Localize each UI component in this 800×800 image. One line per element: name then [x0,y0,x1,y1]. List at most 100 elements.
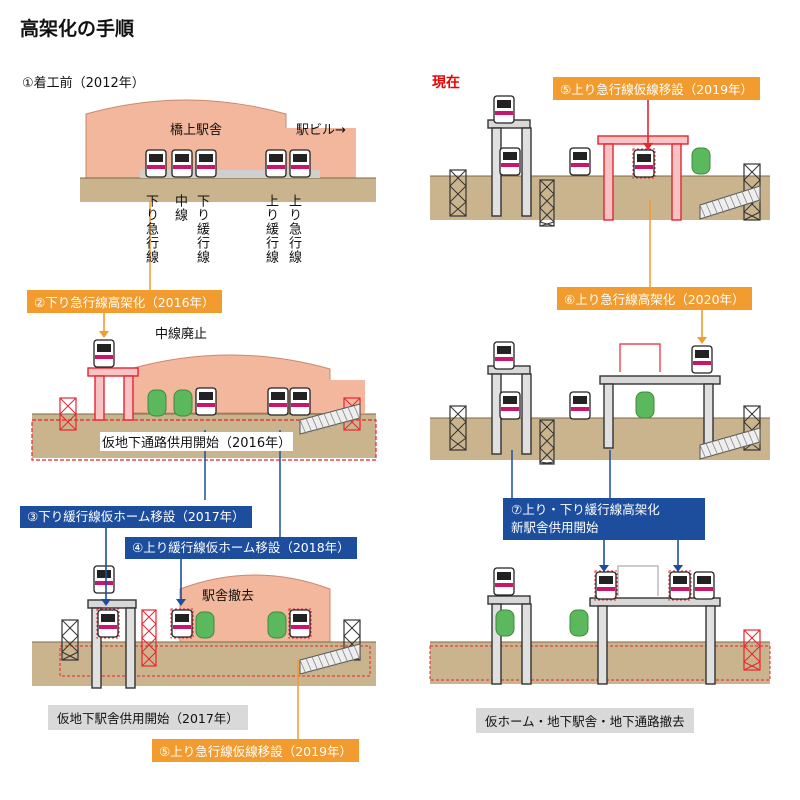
removal-label: 仮ホーム・地下駅舎・地下通路撤去 [476,708,694,733]
station-label: 橋上駅舎 [170,123,223,138]
brace-b3-x2 [539,461,555,465]
train-p2-2-stripe [291,403,309,407]
train-p1-1-stripe [173,165,191,169]
brace-a3-x2 [539,193,555,209]
current-label: 現在 [432,75,460,91]
step1-heading: ①着工前（2012年） [22,76,145,91]
train-c-up-local [668,570,692,601]
train-p1-2-stripe [197,165,215,169]
viaduct-pier-3b [125,607,136,689]
train-p3-elevated [93,565,115,594]
brace-a1-x2 [449,169,467,187]
brace-a1-frame [449,169,467,217]
train-p2-0 [195,387,217,416]
demolish-frame-b [619,343,661,372]
stair-ramp-b-hatch [723,438,731,453]
brace-b1 [449,405,467,451]
train-b-up-express-elevated [691,345,713,374]
stair-ramp-a-hatch [753,187,761,203]
brace-3a-x2 [61,635,79,653]
brace-b3-x2 [539,433,555,449]
stair-ramp-a-hatch [705,202,713,218]
viaduct-pier-c3 [597,605,608,685]
train-p1-0 [145,149,167,178]
stair-ramp-2-hatch [341,408,349,423]
train-p1-4-window [293,154,307,162]
stair-ramp-b-hatch [729,436,737,451]
train-p3-elevated-stripe [95,581,113,585]
viaduct-pier-2a [94,375,105,421]
tree-3b [267,611,287,639]
brace-b1-x2 [449,437,467,451]
train-c-elevated [493,567,515,596]
stair-ramp-3 [299,643,361,675]
stair-ramp-b-hatch [699,444,707,460]
stair-ramp-3-hatch [311,656,319,671]
brace-a2-x2 [743,163,761,181]
train-p2-1-stripe [269,403,287,407]
train-p1-3-window [269,154,283,162]
stair-ramp-3-hatch [347,647,355,662]
step2-badge: ②下り急行線高架化（2016年） [27,290,222,313]
stair-ramp-2-hatch [323,413,331,428]
train-a-up-express-stripe [635,165,653,169]
brace-3a-x2 [61,651,79,661]
stair-ramp-b [699,427,761,460]
brace-a3-x2 [539,207,555,223]
train-p2-1-window [271,392,285,400]
viaduct-pier-3a [91,607,102,689]
stair-ramp-2-hatch [311,416,319,431]
train-b-up-express-elevated-stripe [693,361,711,365]
platform-1 [140,170,320,178]
viaduct-deck-a-new [597,135,689,145]
arrow-step4-head [176,599,186,606]
brace-c1 [743,629,761,671]
train-p1-4-stripe [291,165,309,169]
brace-2a [59,397,77,431]
train-c-up-express-stripe [695,587,713,591]
temp-station-3 [59,645,371,677]
train-b-up-local-window [573,396,587,404]
tree-b [635,391,655,419]
train-p3-up-local-highlight [170,608,194,639]
train-p2-1 [267,387,289,416]
viaduct-pier-b2 [521,373,532,455]
step3-badge: ③下り緩行線仮ホーム移設（2017年） [20,506,252,528]
train-p3-down-local-stripe [99,625,117,629]
stair-ramp-b-hatch [705,443,713,458]
train-a-up-local-stripe [571,163,589,167]
stair-ramp-2-hatch [335,410,343,425]
brace-3a [61,619,79,661]
brace-c1-x2 [743,645,761,663]
train-c-up-local-window [673,576,687,584]
viaduct-pier-c4 [705,605,716,685]
brace-a3-frame [539,179,555,227]
train-c-up-express [693,571,715,600]
brace-a3-x2 [539,221,555,227]
train-c-down-local-highlight [594,570,618,601]
viaduct-pier-a3 [603,143,614,221]
train-p1-0-window [149,154,163,162]
brace-3c-x2 [141,609,157,625]
train-b-elevated [493,341,515,370]
train-b-up-local-stripe [571,407,589,411]
train-p3-down-local-window [101,614,115,622]
brace-b1-x2 [449,421,467,439]
stair-ramp-3-hatch [353,645,361,660]
tree-2b [173,389,193,417]
viaduct-deck-2 [87,367,139,377]
brace-b3 [539,419,555,465]
stair-ramp-b-hatch [711,441,719,456]
track-label-down-local: 下り緩行線 [194,194,209,264]
train-b-down-local-window [503,396,517,404]
stair-ramp-2-hatch [305,418,313,433]
train-a-elevated-window [497,100,511,108]
arrow-step7a-head [599,565,609,572]
train-b-up-express-elevated-window [695,350,709,358]
train-b-up-local [569,391,591,420]
train-p2-elevated-window [97,344,111,352]
train-a-down-local-window [503,152,517,160]
train-p1-3 [265,149,287,178]
stair-ramp-2 [299,403,361,435]
